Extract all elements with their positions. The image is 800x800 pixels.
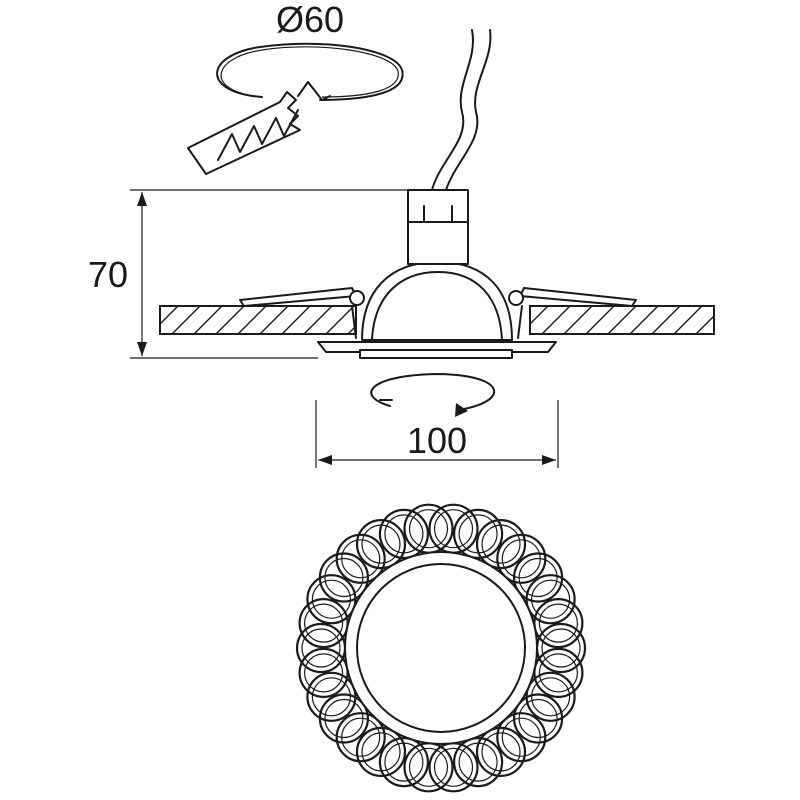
- fixture-side-view: [239, 189, 637, 359]
- ceiling-right: [529, 305, 715, 335]
- ring-loop-inner: [481, 524, 521, 564]
- ring-loop-inner: [458, 742, 498, 782]
- ring-loop-inner: [518, 557, 558, 598]
- height-label: 70: [88, 254, 128, 295]
- ring-loop: [496, 712, 547, 763]
- ring-loop-inner: [311, 677, 351, 717]
- ring-loop: [475, 518, 527, 570]
- ring-loop: [378, 736, 429, 788]
- ring-loop-inner: [541, 628, 581, 668]
- ring-loop: [335, 712, 386, 763]
- ring-loop-inner: [538, 653, 579, 693]
- ring-loop-inner: [324, 698, 364, 739]
- cutout-diameter-label: Ø60: [276, 0, 344, 40]
- ring-loop: [306, 671, 357, 722]
- cutout-ellipse: [216, 42, 404, 101]
- ring-loop-inner: [341, 539, 381, 579]
- ring-loop: [318, 552, 369, 603]
- ring-loop-inner: [530, 677, 571, 717]
- ring-loop-inner: [304, 603, 344, 643]
- ring-loop: [525, 574, 576, 625]
- ring-loop: [335, 533, 386, 584]
- ring-loop-inner: [501, 717, 541, 757]
- ring-loop-inner: [311, 579, 351, 619]
- power-wires: [431, 29, 492, 191]
- ring-loop: [496, 533, 547, 584]
- spring-clip-icon: [187, 81, 331, 175]
- ring-loop: [453, 508, 504, 560]
- ring-loop-inner: [433, 747, 474, 787]
- ring-loop-inner: [408, 747, 449, 787]
- height-dimension: [130, 189, 410, 359]
- ring-loop-inner: [433, 509, 474, 549]
- rotation-arrow-icon: [370, 373, 496, 417]
- lens-front-view: [344, 551, 538, 745]
- ring-loop-inner: [361, 732, 401, 772]
- ring-loop: [475, 726, 527, 778]
- ring-loop: [355, 518, 407, 570]
- ring-loop-inner: [408, 509, 449, 549]
- ring-loop-inner: [304, 653, 344, 693]
- ring-loop-inner: [530, 579, 571, 619]
- ring-loop-inner: [538, 603, 579, 643]
- ring-loop: [453, 736, 504, 788]
- ring-loop: [355, 726, 407, 778]
- ring-loop-inner: [384, 514, 424, 554]
- width-label: 100: [407, 420, 467, 461]
- ring-loop-inner: [301, 628, 341, 668]
- ring-loop: [512, 693, 564, 744]
- decorative-ring-front-view: [295, 503, 587, 793]
- ring-loop: [378, 508, 429, 560]
- ceiling-left: [159, 305, 357, 335]
- width-dimension: [315, 400, 559, 468]
